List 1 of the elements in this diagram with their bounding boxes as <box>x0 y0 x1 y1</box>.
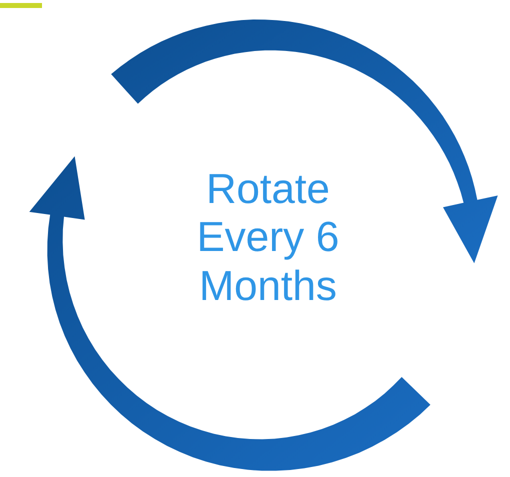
center-text: Rotate Every 6 Months <box>196 165 340 310</box>
